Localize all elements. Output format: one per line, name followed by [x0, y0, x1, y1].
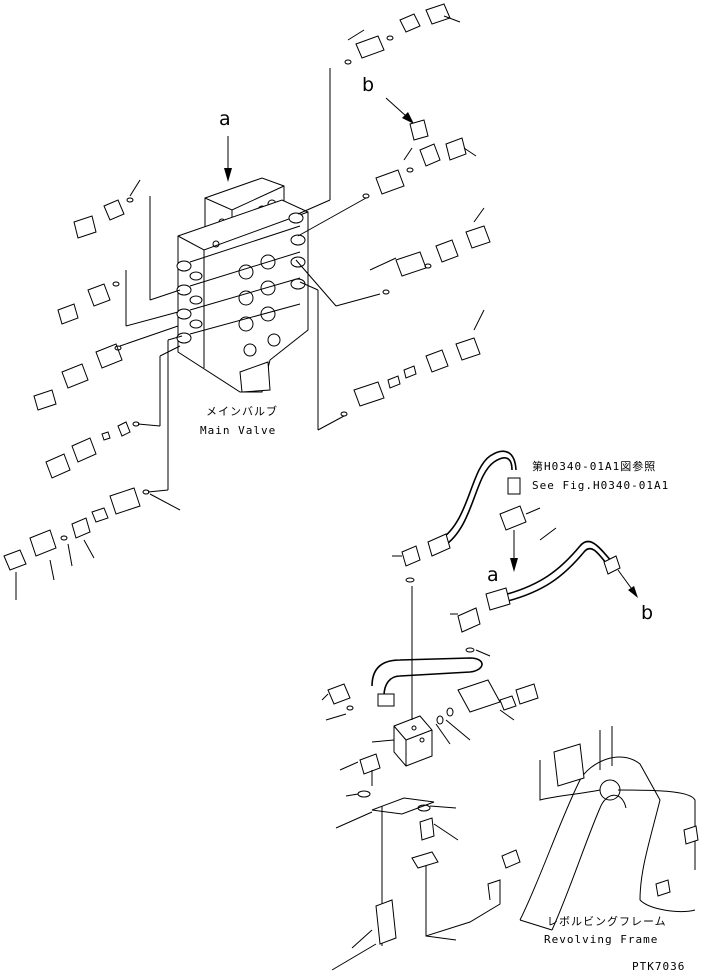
solenoid-block: [321, 586, 539, 971]
main-valve-body: [176, 177, 309, 393]
right-fitting-chain: [295, 3, 491, 431]
frame-label-en: Revolving Frame: [544, 933, 659, 946]
revolving-frame: [519, 726, 699, 931]
callout-b-top: b: [362, 74, 375, 96]
main-valve-label-jp: メインバルブ: [206, 405, 278, 418]
callout-a-top: a: [219, 108, 231, 130]
drawing-number: PTK7036: [632, 960, 686, 973]
callout-a-mid: a: [487, 564, 499, 586]
reference-label-jp: 第H0340-01A1図参照: [532, 460, 657, 473]
main-valve-label-en: Main Valve: [200, 424, 277, 437]
callout-b-mid: b: [641, 602, 654, 624]
left-fitting-chain: [3, 179, 183, 600]
reference-label-en: See Fig.H0340-01A1: [532, 479, 670, 492]
hoses: [371, 450, 638, 707]
frame-label-jp: レボルビングフレーム: [547, 915, 667, 928]
